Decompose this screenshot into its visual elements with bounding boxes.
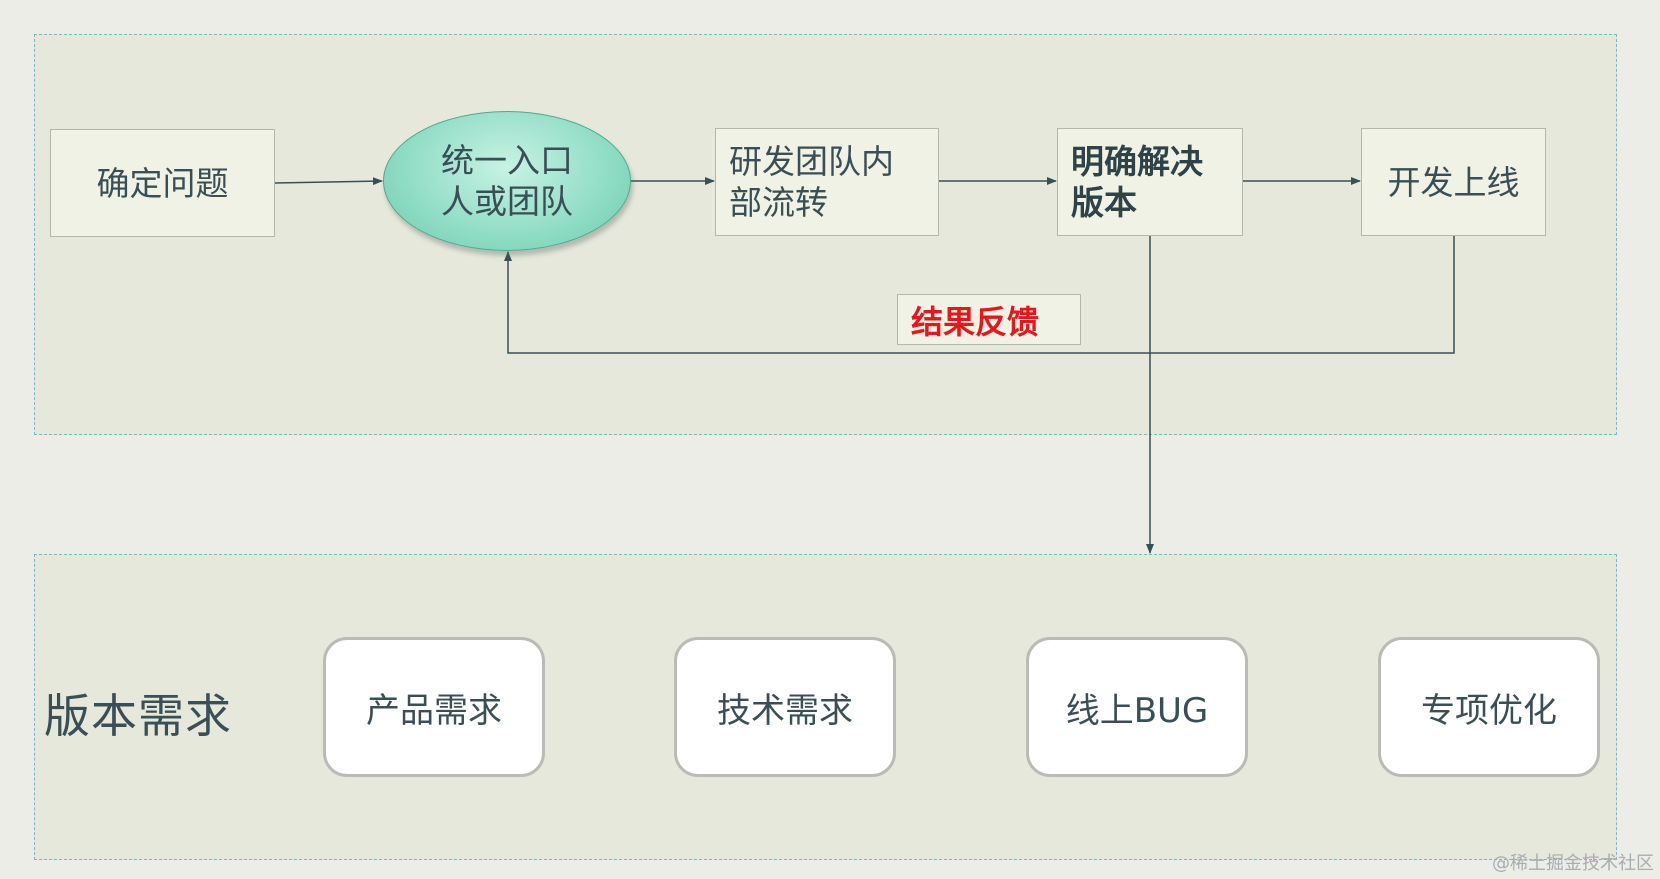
category-label: 专项优化 (1421, 690, 1557, 731)
category-label: 产品需求 (366, 690, 502, 731)
develop-launch-label: 开发上线 (1387, 162, 1520, 202)
category-card-product: 产品需求 (323, 637, 545, 777)
unified-entry-ellipse: 统一入口 人或团队 (383, 111, 631, 251)
watermark: @稀土掘金技术社区 (1492, 853, 1654, 874)
arrow-confirm-to-entry (274, 177, 383, 186)
internal-flow-box: 研发团队内 部流转 (715, 128, 939, 236)
category-card-tech: 技术需求 (674, 637, 896, 777)
unified-entry-label: 统一入口 人或团队 (441, 141, 573, 221)
category-card-optimization: 专项优化 (1378, 637, 1600, 777)
category-label: 技术需求 (717, 690, 853, 731)
internal-flow-label: 研发团队内 部流转 (729, 142, 894, 222)
confirm-version-box: 明确解决 版本 (1057, 128, 1243, 236)
feedback-loop-line (504, 236, 1455, 354)
category-label: 线上BUG (1065, 690, 1209, 731)
develop-launch-box: 开发上线 (1361, 128, 1546, 236)
feedback-label: 结果反馈 (897, 294, 1081, 345)
confirm-version-label: 明确解决 版本 (1071, 142, 1203, 222)
category-card-bug: 线上BUG (1026, 637, 1248, 777)
version-requirements-title: 版本需求 (44, 689, 232, 743)
confirm-problem-label: 确定问题 (96, 163, 229, 203)
confirm-problem-box: 确定问题 (50, 129, 275, 237)
feedback-text: 结果反馈 (911, 302, 1040, 341)
